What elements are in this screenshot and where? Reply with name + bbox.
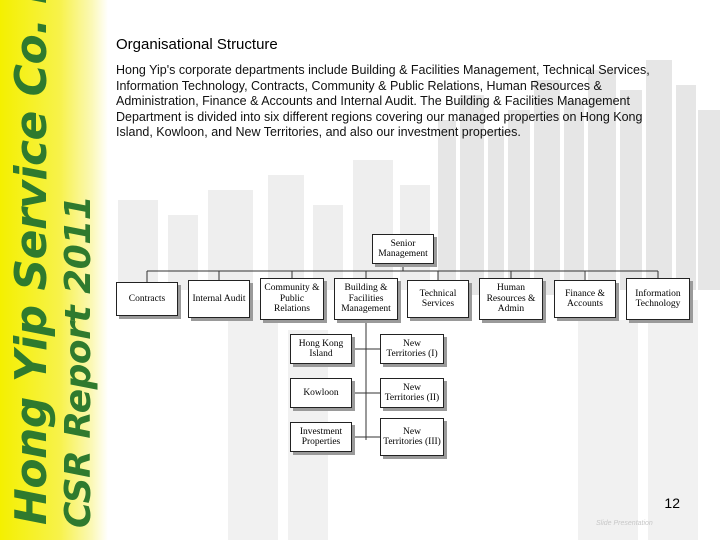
org-node-investment-properties: Investment Properties <box>290 422 352 452</box>
description-paragraph: Hong Yip's corporate departments include… <box>116 63 650 139</box>
org-node-senior-management: Senior Management <box>372 234 434 264</box>
org-node-technical-services: Technical Services <box>407 280 469 318</box>
org-node-new-territories-1: New Territories (I) <box>380 334 444 364</box>
org-node-information-technology: Information Technology <box>626 278 690 320</box>
org-node-finance-accounts: Finance & Accounts <box>554 280 616 318</box>
org-node-community-public-relations: Community & Public Relations <box>260 278 324 320</box>
page-number: 12 <box>664 495 680 511</box>
org-node-human-resources-admin: Human Resources & Admin <box>479 278 543 320</box>
org-node-internal-audit: Internal Audit <box>188 280 250 318</box>
sidebar-banner: Hong Yip Service Co. Ltd. CSR Report 201… <box>0 0 108 540</box>
page-title: Organisational Structure <box>116 36 278 53</box>
watermark-text: Slide Presentation <box>596 520 653 527</box>
org-node-new-territories-2: New Territories (II) <box>380 378 444 408</box>
org-node-building-facilities-management: Building & Facilities Management <box>334 278 398 320</box>
city-skyline-background <box>118 60 720 540</box>
org-node-contracts: Contracts <box>116 282 178 316</box>
org-node-new-territories-3: New Territories (III) <box>380 418 444 456</box>
org-node-hong-kong-island: Hong Kong Island <box>290 334 352 364</box>
org-node-kowloon: Kowloon <box>290 378 352 408</box>
